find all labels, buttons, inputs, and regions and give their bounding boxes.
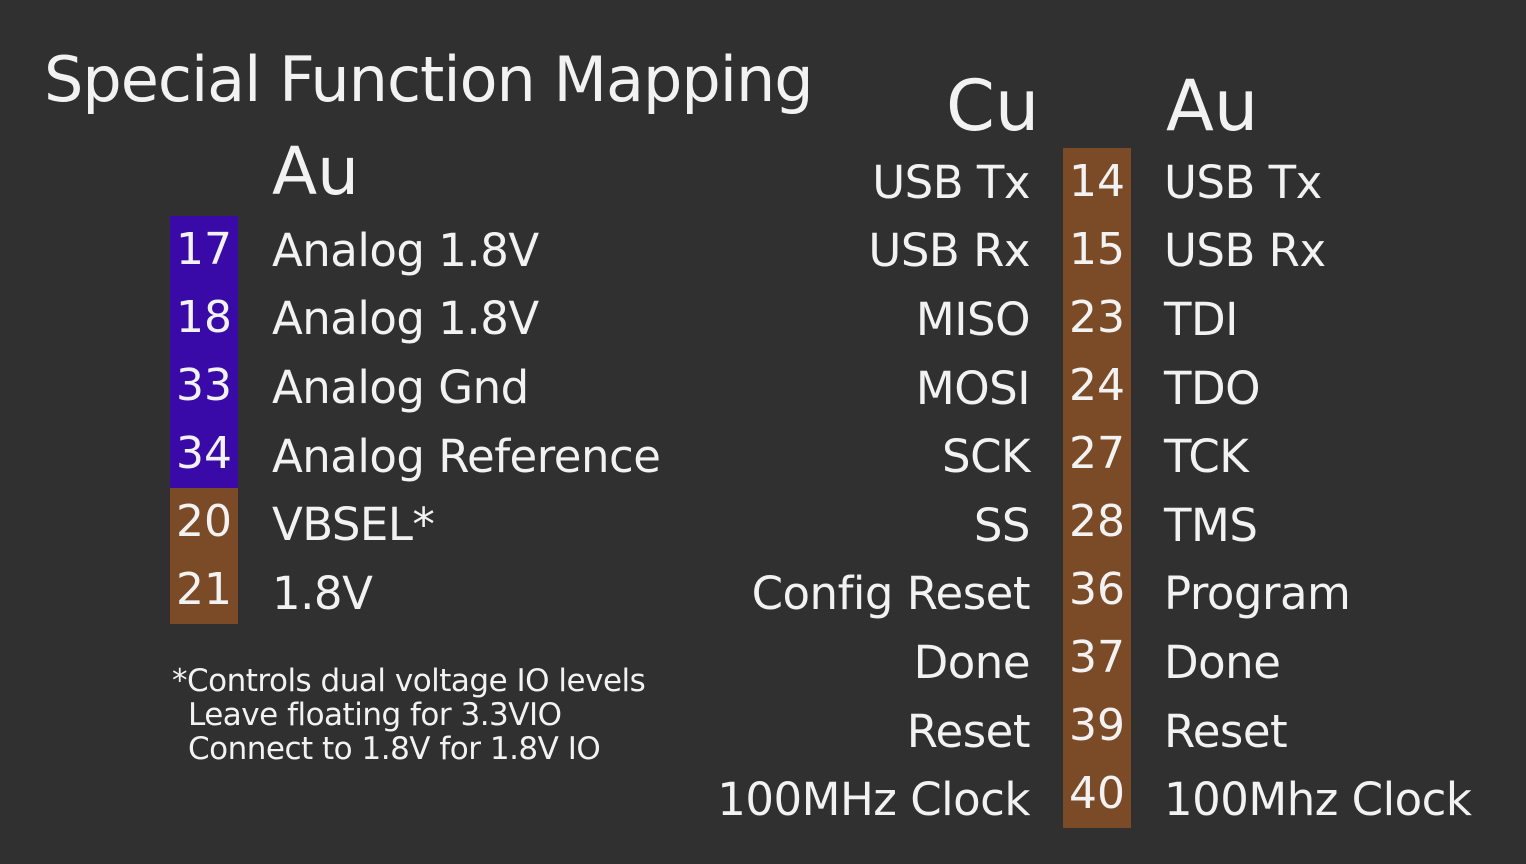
pin-badge: 18 <box>170 284 238 352</box>
pin-badge: 39 <box>1063 692 1131 760</box>
au-function-label: Done <box>1164 635 1281 689</box>
function-label: VBSEL* <box>272 498 435 552</box>
pin-badge: 23 <box>1063 284 1131 352</box>
function-label: 1.8V <box>272 566 373 620</box>
function-label: Analog 1.8V <box>272 223 539 277</box>
au-function-label: USB Rx <box>1164 224 1326 278</box>
cu-function-label: MISO <box>915 292 1031 346</box>
pin-badge: 40 <box>1063 760 1131 828</box>
au-function-label: TCK <box>1164 430 1249 484</box>
function-label: Analog 1.8V <box>272 292 539 346</box>
au-label-column: USB Tx USB Rx TDI TDO TCK TMS Program Do… <box>1164 148 1504 834</box>
pin-badge: 36 <box>1063 556 1131 624</box>
cu-function-label: Reset <box>906 704 1031 758</box>
cu-function-label: USB Tx <box>872 155 1030 209</box>
footnote-line: *Controls dual voltage IO levels <box>172 663 646 699</box>
pin-badge: 21 <box>170 556 238 624</box>
footnote: *Controls dual voltage IO levels Leave f… <box>172 663 646 767</box>
right-pin-column: 14 15 23 24 27 28 36 37 39 40 <box>1063 148 1131 828</box>
au-function-label: 100Mhz Clock <box>1164 773 1472 827</box>
cu-function-label: SCK <box>942 430 1031 484</box>
pin-badge: 33 <box>170 352 238 420</box>
pin-badge: 20 <box>170 488 238 556</box>
au-function-label: Reset <box>1164 704 1288 758</box>
cu-function-label: MOSI <box>915 361 1031 415</box>
left-au-header: Au <box>272 133 359 210</box>
au-function-label: TDO <box>1164 361 1261 415</box>
cu-header: Cu <box>946 65 1040 147</box>
pin-badge: 14 <box>1063 148 1131 216</box>
cu-function-label: USB Rx <box>868 224 1030 278</box>
pin-badge: 27 <box>1063 420 1131 488</box>
function-label: Analog Reference <box>272 429 661 483</box>
cu-function-label: 100MHz Clock <box>717 773 1030 827</box>
pin-badge: 15 <box>1063 216 1131 284</box>
cu-label-column: USB Tx USB Rx MISO MOSI SCK SS Config Re… <box>640 148 1030 834</box>
footnote-line: Connect to 1.8V for 1.8V IO <box>188 731 601 767</box>
pin-badge: 28 <box>1063 488 1131 556</box>
au-function-label: Program <box>1164 567 1351 621</box>
pin-badge: 17 <box>170 216 238 284</box>
left-pin-column: 17 18 33 34 20 21 <box>170 216 238 624</box>
pin-badge: 34 <box>170 420 238 488</box>
au-function-label: TMS <box>1164 498 1258 552</box>
page-title: Special Function Mapping <box>44 43 814 116</box>
au-function-label: TDI <box>1164 292 1238 346</box>
cu-function-label: SS <box>973 498 1031 552</box>
footnote-line: Leave floating for 3.3VIO <box>188 697 562 733</box>
function-label: Analog Gnd <box>272 360 529 414</box>
au-header: Au <box>1166 65 1259 147</box>
left-label-column: Analog 1.8V Analog 1.8V Analog Gnd Analo… <box>272 216 661 628</box>
au-function-label: USB Tx <box>1164 155 1322 209</box>
pin-badge: 37 <box>1063 624 1131 692</box>
cu-function-label: Config Reset <box>751 567 1031 621</box>
pin-badge: 24 <box>1063 352 1131 420</box>
cu-function-label: Done <box>913 635 1031 689</box>
